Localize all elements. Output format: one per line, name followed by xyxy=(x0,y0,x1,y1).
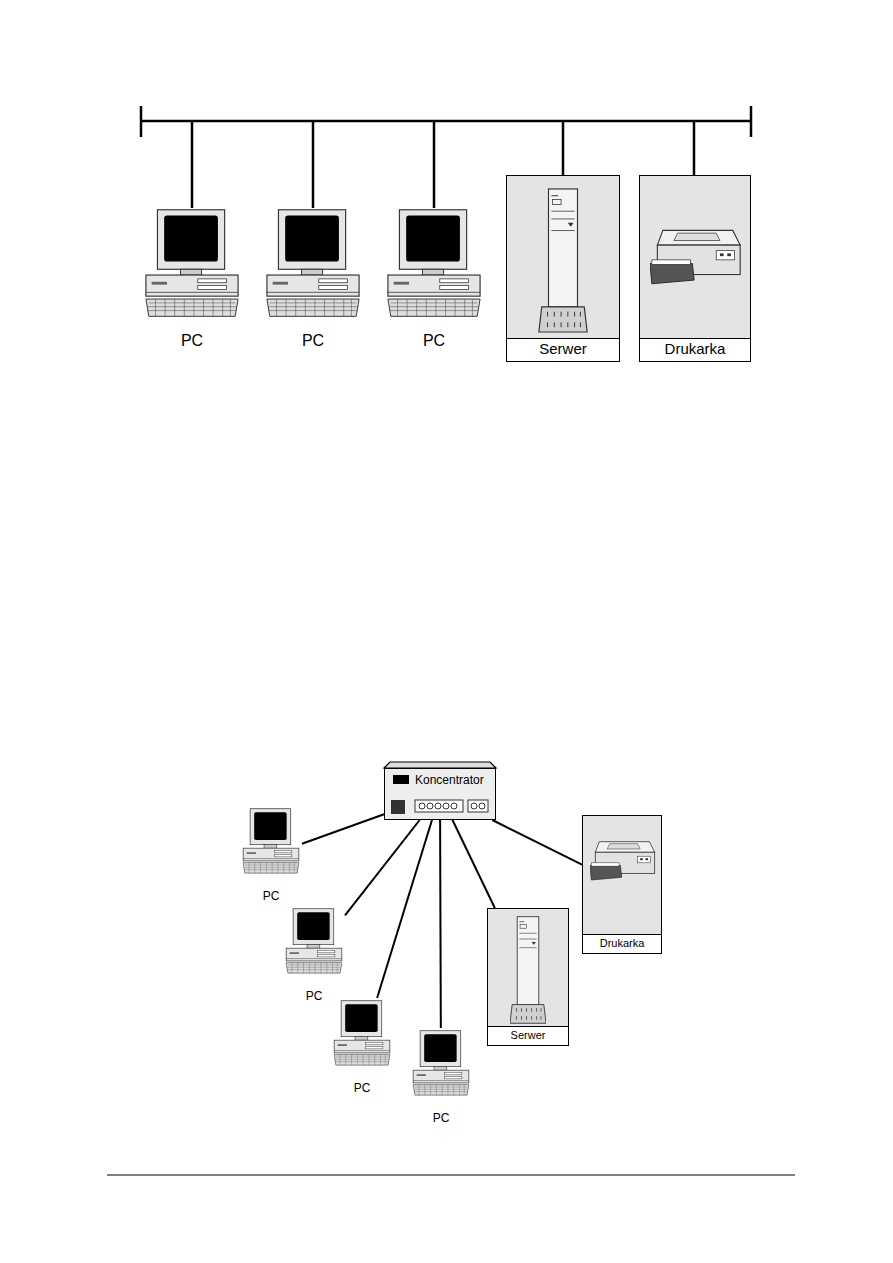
printer-icon xyxy=(590,842,655,880)
computer-node: PC xyxy=(263,205,363,350)
pc-icon xyxy=(413,1031,469,1095)
node-label: Drukarka xyxy=(640,338,750,361)
box-fill xyxy=(487,908,569,1046)
node-label: PC xyxy=(384,332,484,350)
computer-node: PC xyxy=(410,1028,472,1126)
node-label: PC xyxy=(331,1082,393,1096)
device-box: Drukarka xyxy=(582,815,662,954)
node-label: Drukarka xyxy=(583,934,661,953)
hub-box: Koncentrator xyxy=(384,768,496,820)
network-cable xyxy=(492,820,582,865)
drop-cable xyxy=(433,121,436,208)
computer-node: PC xyxy=(384,205,484,350)
drop-cable xyxy=(562,121,565,175)
node-label: Koncentrator xyxy=(415,774,484,788)
page-rule xyxy=(107,1175,795,1176)
node-label: Serwer xyxy=(507,338,619,361)
pc-icon xyxy=(388,210,480,317)
node-label: Serwer xyxy=(488,1026,568,1045)
network-cable xyxy=(439,820,442,1028)
box-fill xyxy=(582,815,662,954)
drop-cable xyxy=(693,121,696,175)
node-label: PC xyxy=(410,1112,472,1126)
hub-detail xyxy=(384,762,496,820)
server-icon xyxy=(539,189,587,332)
device-box: Serwer xyxy=(506,175,620,362)
pc-icon xyxy=(286,909,342,973)
drop-cable xyxy=(312,121,315,208)
bus-terminator xyxy=(750,106,753,137)
device-box: Serwer xyxy=(487,908,569,1046)
pc-icon xyxy=(334,1001,390,1065)
node-label: PC xyxy=(142,332,242,350)
pc-icon xyxy=(146,210,238,317)
network-cable xyxy=(302,814,384,844)
box-fill xyxy=(639,175,751,362)
bus-line xyxy=(141,120,751,123)
network-cable xyxy=(453,820,495,908)
computer-node: PC xyxy=(331,998,393,1096)
network-cable xyxy=(377,820,432,998)
device-box: Drukarka xyxy=(639,175,751,362)
network-cable xyxy=(345,820,420,915)
server-icon xyxy=(510,917,546,1024)
node-label: PC xyxy=(240,890,302,904)
bus-terminator xyxy=(140,106,143,137)
computer-node: PC xyxy=(283,906,345,1004)
pc-icon xyxy=(243,809,299,873)
box-fill xyxy=(506,175,620,362)
computer-node: PC xyxy=(142,205,242,350)
drop-cable xyxy=(191,121,194,208)
computer-node: PC xyxy=(240,806,302,904)
node-label: PC xyxy=(263,332,363,350)
printer-icon xyxy=(650,230,740,283)
node-label: PC xyxy=(283,990,345,1004)
pc-icon xyxy=(267,210,359,317)
